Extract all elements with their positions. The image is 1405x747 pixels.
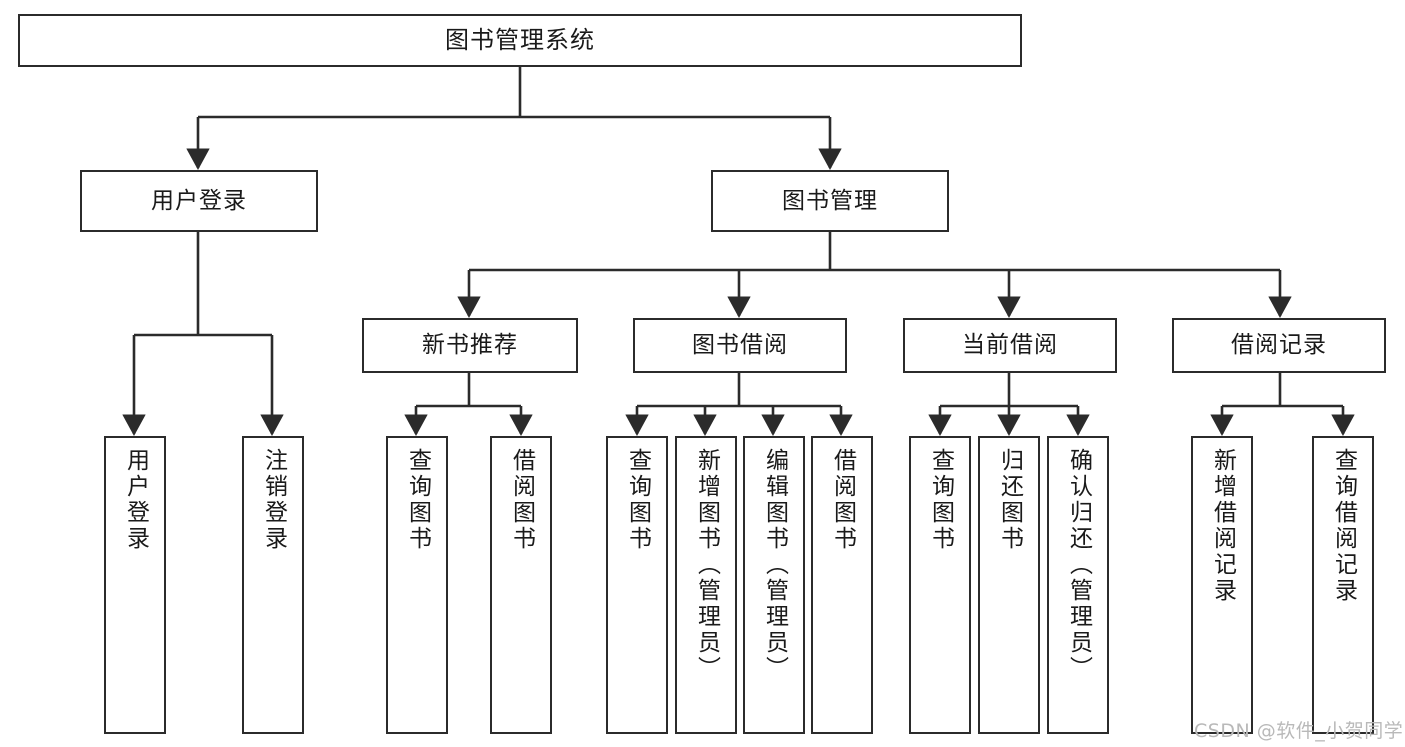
leaf-user-login-login[interactable]: 用户登录 — [104, 436, 166, 734]
node-label: 新增借阅记录 — [1209, 448, 1236, 604]
leaf-borrow-record-query-record[interactable]: 查询借阅记录 — [1312, 436, 1374, 734]
node-book-borrow[interactable]: 图书借阅 — [633, 318, 847, 373]
leaf-current-borrow-confirm-return-admin[interactable]: 确认归还（管理员） — [1047, 436, 1109, 734]
leaf-book-borrow-borrow-book[interactable]: 借阅图书 — [811, 436, 873, 734]
leaf-book-borrow-add-book-admin[interactable]: 新增图书（管理员） — [675, 436, 737, 734]
node-label: 图书管理 — [782, 187, 878, 214]
csdn-watermark: CSDN @软件_小贺同学 — [1194, 720, 1404, 742]
node-label: 当前借阅 — [962, 332, 1058, 359]
node-label: 借阅图书 — [829, 448, 856, 552]
node-label: 新增图书（管理员） — [693, 448, 720, 682]
node-label: 编辑图书（管理员） — [761, 448, 788, 682]
node-label: 用户登录 — [122, 448, 149, 552]
node-label: 查询借阅记录 — [1330, 448, 1357, 604]
node-label: 用户登录 — [151, 187, 247, 214]
node-label: 查询图书 — [927, 448, 954, 552]
leaf-current-borrow-return-book[interactable]: 归还图书 — [978, 436, 1040, 734]
node-new-book-recommend[interactable]: 新书推荐 — [362, 318, 578, 373]
leaf-book-borrow-edit-book-admin[interactable]: 编辑图书（管理员） — [743, 436, 805, 734]
node-label: 注销登录 — [260, 448, 287, 552]
node-label: 查询图书 — [404, 448, 431, 552]
node-label: 查询图书 — [624, 448, 651, 552]
leaf-user-login-logout[interactable]: 注销登录 — [242, 436, 304, 734]
leaf-borrow-record-add-record[interactable]: 新增借阅记录 — [1191, 436, 1253, 734]
node-book-management[interactable]: 图书管理 — [711, 170, 949, 232]
node-label: 图书管理系统 — [445, 25, 595, 54]
node-label: 借阅图书 — [508, 448, 535, 552]
node-label: 新书推荐 — [422, 332, 518, 359]
node-label: 归还图书 — [996, 448, 1023, 552]
leaf-new-book-query-book[interactable]: 查询图书 — [386, 436, 448, 734]
node-label: 图书借阅 — [692, 332, 788, 359]
node-current-borrow[interactable]: 当前借阅 — [903, 318, 1117, 373]
leaf-current-borrow-query-book[interactable]: 查询图书 — [909, 436, 971, 734]
leaf-book-borrow-query-book[interactable]: 查询图书 — [606, 436, 668, 734]
node-root-library-system[interactable]: 图书管理系统 — [18, 14, 1022, 67]
node-user-login[interactable]: 用户登录 — [80, 170, 318, 232]
leaf-new-book-borrow-book[interactable]: 借阅图书 — [490, 436, 552, 734]
node-label: 确认归还（管理员） — [1065, 448, 1092, 682]
node-borrow-record[interactable]: 借阅记录 — [1172, 318, 1386, 373]
node-label: 借阅记录 — [1231, 332, 1327, 359]
